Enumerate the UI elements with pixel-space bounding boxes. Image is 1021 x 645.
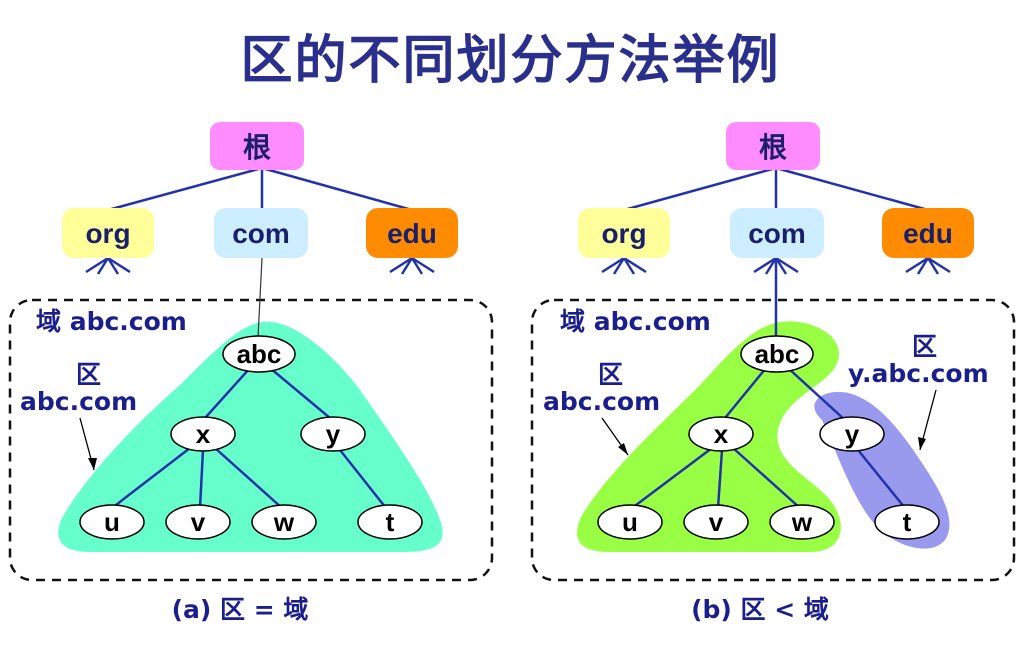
node-abc (740, 335, 814, 373)
org-children-fan (601, 256, 647, 275)
node-t (874, 504, 940, 540)
edu-children-fan (389, 256, 435, 275)
zone2-label-line1: 区 (912, 332, 937, 361)
com-children-fan (753, 256, 799, 275)
node-u (79, 504, 145, 540)
zone1-pointer-arrowhead (618, 443, 628, 455)
org-node (578, 208, 670, 258)
root-node (726, 122, 820, 170)
edge (107, 166, 263, 212)
node-t (357, 504, 423, 540)
zone1-label-line1: 区 (598, 360, 623, 389)
node-v (165, 504, 231, 540)
page-title: 区的不同划分方法举例 (240, 31, 781, 91)
edu-node (882, 208, 974, 258)
node-v-label: v (191, 507, 206, 537)
edge (775, 166, 929, 212)
node-v (683, 504, 749, 540)
edge (623, 166, 777, 212)
node-w (769, 504, 835, 540)
node-x (170, 416, 236, 452)
node-y-label: y (326, 419, 341, 449)
org-label: org (85, 218, 130, 249)
node-u-label: u (104, 507, 120, 537)
edu-children-fan (905, 256, 951, 275)
com-label: com (232, 218, 290, 249)
root-node (210, 122, 304, 170)
zone-pointer-arrowhead (88, 458, 97, 470)
com-node (214, 208, 308, 258)
node-x-label: x (714, 419, 729, 449)
domain-box (530, 298, 1016, 582)
domain-label: 域 abc.com (36, 307, 187, 336)
node-w (251, 504, 317, 540)
node-u-label: u (622, 507, 638, 537)
root-label: 根 (243, 132, 271, 163)
com-node (730, 208, 824, 258)
zone1-label-line2: abc.com (543, 387, 660, 416)
node-y-label: y (845, 419, 860, 449)
node-abc (222, 335, 296, 373)
node-abc-label: abc (755, 339, 800, 369)
node-v-label: v (709, 507, 724, 537)
org-label: org (601, 218, 646, 249)
zone-shape (58, 321, 443, 552)
zone2-label-line2: y.abc.com (848, 359, 989, 388)
node-x-label: x (196, 419, 211, 449)
node-t-label: t (386, 507, 395, 537)
domain-label: 域 abc.com (560, 307, 711, 336)
edge (257, 257, 263, 339)
node-y (819, 416, 885, 452)
com-label: com (748, 218, 806, 249)
node-abc-label: abc (237, 339, 282, 369)
caption-a: (a) 区 = 域 (172, 595, 309, 624)
zone-label-line2: abc.com (20, 387, 137, 416)
edge (261, 166, 413, 212)
caption-b: (b) 区 < 域 (691, 595, 829, 624)
edu-label: edu (903, 218, 953, 249)
root-label: 根 (759, 132, 787, 163)
node-y (300, 416, 366, 452)
edu-node (366, 208, 458, 258)
node-w-label: w (791, 507, 813, 537)
node-t-label: t (903, 507, 912, 537)
domain-box (8, 298, 494, 582)
node-u (597, 504, 663, 540)
tree-edges (631, 367, 906, 509)
node-w-label: w (273, 507, 295, 537)
left-panel: 根 org com edu abc x y u v w t 域 abc.com … (8, 122, 494, 624)
org-node (62, 208, 154, 258)
zone-label-line1: 区 (76, 360, 101, 389)
zone2-pointer-arrowhead (918, 437, 926, 450)
node-x (688, 416, 754, 452)
tree-edges (111, 367, 387, 509)
edu-label: edu (387, 218, 437, 249)
right-panel: 根 org com edu abc x y u v w t 域 abc.com … (530, 122, 1016, 624)
org-children-fan (85, 256, 131, 275)
